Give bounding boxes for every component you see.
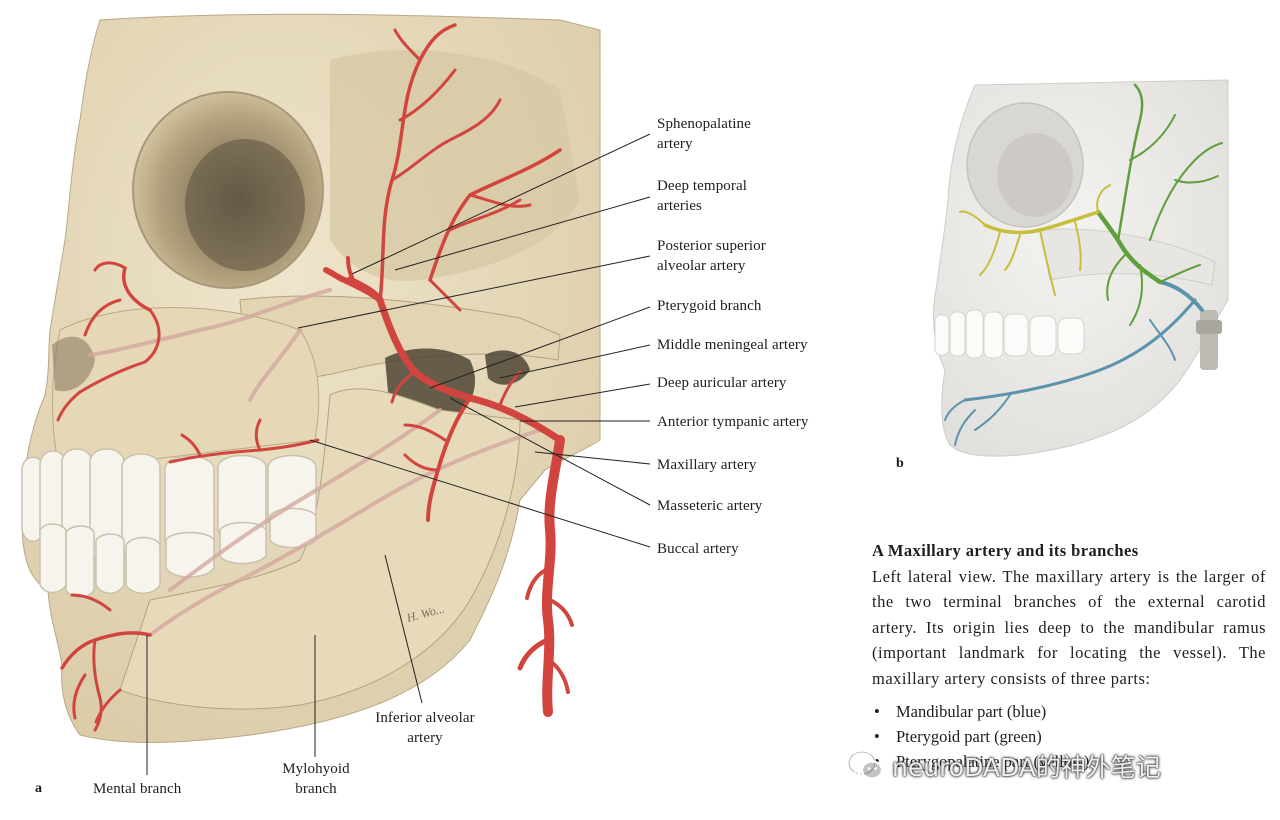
deep-vessels	[88, 288, 542, 637]
caption-title: A Maxillary artery and its branches	[872, 541, 1139, 560]
mandibular-part-vessels	[944, 280, 1204, 446]
label-anterior-tympanic-artery: Anterior tympanic artery	[657, 414, 809, 430]
mandible	[119, 388, 521, 710]
label-pterygoid-branch: Pterygoid branch	[657, 298, 762, 314]
label-buccal-artery: Buccal artery	[657, 541, 739, 557]
arteries	[56, 23, 574, 732]
watermark-text: neuroDADA的神外笔记	[892, 753, 1161, 782]
wechat-icon	[847, 750, 884, 781]
schematic-illustration	[932, 79, 1229, 457]
label-mylohyoid-branch: Mylohyoid branch	[282, 761, 350, 797]
label-masseteric-artery: Masseteric artery	[657, 498, 763, 514]
figure-caption: A Maxillary artery and its branches Left…	[872, 538, 1266, 774]
external-carotid-artery	[541, 435, 565, 717]
list-item: Pterygoid part (green)	[872, 724, 1266, 749]
leader-lines	[146, 133, 651, 775]
pterygoid-part-vessels	[1095, 83, 1223, 326]
caption-body: Left lateral view. The maxillary artery …	[872, 566, 1266, 688]
label-maxillary-artery: Maxillary artery	[657, 457, 757, 473]
label-inferior-alveolar-artery: Inferior alveolar artery	[375, 710, 475, 746]
watermark: neuroDADA的神外笔记	[846, 746, 1161, 786]
label-posterior-superior-alveolar-artery: Posterior superior alveolar artery	[657, 238, 766, 274]
label-deep-auricular-artery: Deep auricular artery	[657, 375, 787, 391]
label-mental-branch: Mental branch	[93, 781, 182, 797]
label-sphenopalatine-artery: Sphenopalatine artery	[657, 116, 751, 152]
teeth	[21, 448, 317, 599]
label-middle-meningeal-artery: Middle meningeal artery	[657, 337, 808, 353]
temporal-fossa	[330, 50, 580, 281]
panel-b-letter: b	[896, 456, 904, 471]
panel-a-letter: a	[35, 781, 42, 796]
list-item: Mandibular part (blue)	[872, 699, 1266, 724]
label-deep-temporal-arteries: Deep temporal arteries	[657, 178, 748, 214]
pterygopalatine-part-vessels	[959, 184, 1111, 296]
